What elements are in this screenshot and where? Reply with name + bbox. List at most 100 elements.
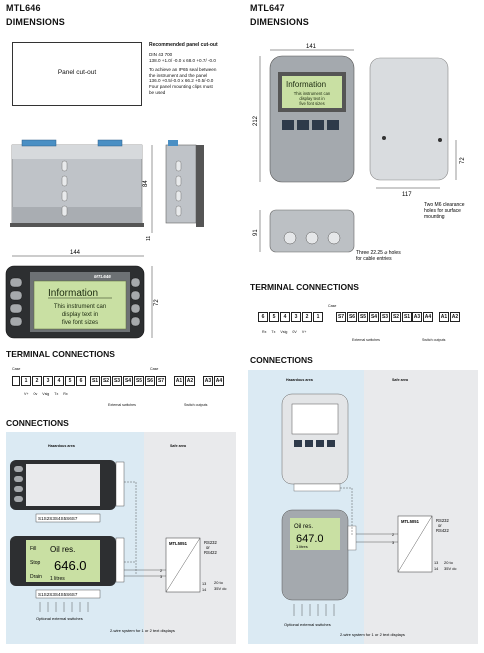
terminal: 1 <box>313 312 323 322</box>
right-soft-button[interactable] <box>130 316 141 327</box>
terminal: A1 <box>439 312 449 322</box>
panel-cutout-box: Panel cut-out <box>12 42 142 106</box>
terminal: 2 <box>32 376 42 386</box>
rterm-14: 14 <box>434 567 438 571</box>
rlcd2-line1: Oil res. <box>294 524 313 530</box>
mtl647-key[interactable] <box>327 120 339 130</box>
left-hazardous-label: Hazardous area <box>48 444 75 448</box>
left-terminal-heading: TERMINAL CONNECTIONS <box>6 349 115 359</box>
terminal: S2 <box>391 312 401 322</box>
device-bottom-screen <box>26 540 100 582</box>
isolator-diagonal <box>165 537 201 593</box>
sub-label: Tx <box>54 392 59 396</box>
dim-141-label: 141 <box>306 44 317 50</box>
terminal: 4 <box>280 312 290 322</box>
sub-label: V+ <box>24 392 29 396</box>
rs422: RS422 <box>204 550 217 555</box>
mtl646-body-top <box>12 145 142 159</box>
key <box>316 440 324 447</box>
right-connections-diagram: Oil res. 647.0 1 litres Optional externa… <box>281 393 456 637</box>
right-device-top-screen <box>291 403 339 435</box>
rterm-13: 13 <box>434 561 438 565</box>
bus-wires <box>124 569 166 577</box>
dim-11-label: 11 <box>146 236 152 241</box>
right-safe-label: Safe area <box>392 378 408 382</box>
mtl647-key[interactable] <box>297 120 309 130</box>
mtl647-lcd-text-1: This instrument can <box>294 91 331 96</box>
right-terminal-block-a: 6 5 4 3 2 1 <box>258 312 324 322</box>
left-soft-button[interactable] <box>9 303 23 314</box>
right-terminal-heading: TERMINAL CONNECTIONS <box>250 282 359 292</box>
terminal: S6 <box>347 312 357 322</box>
right-connections-heading: CONNECTIONS <box>250 355 313 365</box>
switch-strip-top <box>35 513 101 523</box>
clip <box>61 205 68 217</box>
lcd2-unit: 1 litres <box>50 576 65 582</box>
terminal: 3 <box>43 376 53 386</box>
right-soft-button[interactable] <box>130 277 141 288</box>
terminal-case <box>12 376 20 386</box>
left-connections-diagram: S1S2S3S4S5S6S7 Fill Stop Drain Oil res. … <box>10 460 226 633</box>
r-supply-2: 35V dc <box>444 566 456 571</box>
cable-note-2: for cable entries <box>356 256 392 262</box>
m6-hole <box>438 138 442 142</box>
m6-note-2: holes for surface <box>424 208 461 214</box>
mtl647-key[interactable] <box>282 120 294 130</box>
right-soft-button[interactable] <box>130 290 141 301</box>
terminal: A3 <box>412 312 422 322</box>
mtl647-key[interactable] <box>312 120 324 130</box>
right-terminal-a-sub: Rx Tx Vsig 0V V+ <box>262 330 306 334</box>
left-terminal-block-c: A1 A2 A3 A4 <box>174 376 225 386</box>
terminal: A2 <box>450 312 460 322</box>
left-soft-button[interactable] <box>9 277 23 288</box>
clip <box>61 175 68 187</box>
terminal: S4 <box>123 376 133 386</box>
device-button <box>14 486 23 492</box>
dim-212-label: 212 <box>253 115 259 126</box>
terminal: A3 <box>203 376 213 386</box>
terminal: S7 <box>336 312 346 322</box>
terminal: A1 <box>174 376 184 386</box>
lcd2-line1: Oil res. <box>50 545 75 554</box>
lcd2-value: 646.0 <box>54 558 87 573</box>
mtl647-bottom-view <box>269 209 355 253</box>
terminal: 2 <box>302 312 312 322</box>
sub-label: Vsig <box>280 330 288 334</box>
right-soft-button[interactable] <box>130 303 141 314</box>
sub-label: Vsig <box>42 392 50 396</box>
recommended-title: Recommended panel cut-out <box>149 42 218 48</box>
right-hazardous-label: Hazardous area <box>286 378 313 382</box>
cable-hole <box>305 231 319 245</box>
left-external-switches: External switches <box>108 403 136 407</box>
terminal: S1 <box>402 312 412 322</box>
rterm-2: 2 <box>392 533 394 537</box>
cable-note-1: Three 22.25 ⌀ holes <box>356 250 401 256</box>
lcd-title: Information <box>48 288 98 299</box>
terminal: 1 <box>21 376 31 386</box>
rlcd2-value: 647.0 <box>296 533 324 545</box>
seal-note-3: 136.0 +0.5/-0.0 x 66.2 +0.5/-0.0 <box>149 78 214 84</box>
cable-hole <box>327 231 341 245</box>
right-isolator-label: MTL5051 <box>401 519 420 524</box>
clip <box>61 160 68 172</box>
dim-144-label: 144 <box>70 250 81 256</box>
left-terminal-block-b: S1 S2 S3 S4 S5 S6 S7 <box>90 376 167 386</box>
right-switch-wires <box>293 604 335 616</box>
term-14: 14 <box>202 588 206 592</box>
clip <box>61 190 68 202</box>
left-case-label-2: Case <box>150 367 159 371</box>
panel-cutout-label: Panel cut-out <box>57 69 97 76</box>
mtl647-views: 141 Information This instrument can disp… <box>253 44 466 262</box>
sub-label: V+ <box>301 330 307 334</box>
device-brand: MTL646 <box>94 274 111 279</box>
lcd2-drain: Drain <box>30 574 42 580</box>
right-bus-wires <box>356 533 398 543</box>
device-button <box>14 476 23 482</box>
lcd2-stop: Stop <box>30 560 41 566</box>
left-soft-button[interactable] <box>9 316 23 327</box>
right-dashed-bus <box>340 487 353 536</box>
cutout-spec-2: 138.0 +1.0/ -0.0 x 68.0 +0.7/ -0.0 <box>149 57 216 63</box>
left-model-title: MTL646 <box>6 3 41 13</box>
left-soft-button[interactable] <box>9 290 23 301</box>
right-safe-panel <box>364 370 478 644</box>
